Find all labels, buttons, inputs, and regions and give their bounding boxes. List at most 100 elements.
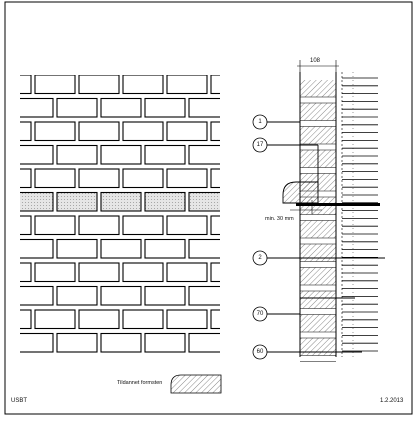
- brick: [210, 215, 220, 236]
- brick: [78, 121, 120, 142]
- brick: [34, 215, 76, 236]
- brick: [144, 144, 186, 165]
- brick: [20, 285, 54, 306]
- brick: [233, 287, 273, 306]
- brick: [210, 75, 220, 95]
- callout-70-label: 70: [256, 311, 264, 317]
- mortar-joint: [300, 214, 336, 221]
- brick: [56, 238, 98, 259]
- min-dimension-label: min. 30 mm: [265, 216, 294, 222]
- brick: [233, 99, 273, 118]
- brick: [20, 75, 32, 95]
- brick: [100, 238, 142, 259]
- brick: [100, 97, 142, 118]
- wall-section: [252, 72, 385, 362]
- brick: [78, 309, 120, 330]
- brick-elevation: [20, 75, 273, 353]
- brick: [20, 309, 32, 330]
- brick: [34, 121, 76, 142]
- brick: [188, 144, 220, 165]
- brick: [20, 97, 54, 118]
- brick: [20, 144, 54, 165]
- brick: [210, 309, 220, 330]
- brick: [20, 332, 54, 353]
- brick: [210, 168, 220, 189]
- brick: [166, 75, 208, 95]
- brick: [210, 262, 220, 283]
- brick: [166, 215, 208, 236]
- brick: [100, 332, 142, 353]
- formed-brick-legend-icon: [170, 374, 222, 394]
- brick: [122, 262, 164, 283]
- brick: [78, 75, 120, 95]
- brick: [188, 238, 220, 259]
- callout-1-label: 1: [258, 119, 262, 125]
- soldier-course-brick: [188, 191, 220, 212]
- brick: [56, 332, 98, 353]
- brick: [78, 262, 120, 283]
- mortar-joint: [300, 97, 336, 103]
- brick: [210, 121, 220, 142]
- brick: [20, 238, 54, 259]
- mortar-joint: [300, 238, 336, 244]
- formed-brick-section: [282, 181, 319, 204]
- brick: [144, 97, 186, 118]
- brick: [166, 168, 208, 189]
- mortar-joint: [300, 308, 336, 315]
- brick: [122, 121, 164, 142]
- brick: [34, 75, 76, 95]
- wall-thickness-label: 108: [310, 58, 321, 64]
- mortar-joint: [300, 355, 336, 362]
- soldier-course-brick: [20, 191, 54, 212]
- brick: [34, 168, 76, 189]
- brick: [122, 309, 164, 330]
- brick: [188, 97, 220, 118]
- footer-date: 1.2.2013: [380, 398, 404, 404]
- soldier-course-brick: [144, 191, 186, 212]
- soldier-course-brick: [233, 193, 273, 212]
- shelf-angle: [296, 203, 380, 206]
- mortar-joint: [300, 120, 336, 127]
- brick: [56, 285, 98, 306]
- brick: [20, 262, 32, 283]
- brick: [122, 168, 164, 189]
- brick: [34, 309, 76, 330]
- footer-company: USBT: [11, 398, 28, 404]
- brick: [166, 309, 208, 330]
- brick: [56, 97, 98, 118]
- brick: [20, 168, 32, 189]
- brick: [188, 332, 220, 353]
- mortar-joint: [300, 285, 336, 291]
- brick: [56, 144, 98, 165]
- drawing-border: [4, 1, 413, 415]
- brick: [233, 240, 273, 259]
- brick: [122, 75, 164, 95]
- brick: [78, 215, 120, 236]
- brick: [20, 121, 32, 142]
- callout-17-label: 17: [256, 142, 264, 148]
- mortar-joint: [300, 332, 336, 338]
- brick: [233, 334, 273, 353]
- min-dimension: [290, 200, 322, 214]
- brick: [233, 146, 273, 165]
- brick: [166, 262, 208, 283]
- brick: [144, 332, 186, 353]
- brick: [78, 168, 120, 189]
- brick: [100, 144, 142, 165]
- brick: [144, 238, 186, 259]
- brick: [34, 262, 76, 283]
- brick: [166, 121, 208, 142]
- mortar-joint: [300, 261, 336, 268]
- soldier-course-brick: [100, 191, 142, 212]
- brick: [100, 285, 142, 306]
- brick: [188, 285, 220, 306]
- callout-60-label: 60: [256, 349, 264, 355]
- legend-caption: Tildannet formsten: [117, 380, 163, 386]
- width-dimension: [297, 60, 339, 72]
- callout-2-label: 2: [258, 255, 262, 261]
- brick: [122, 215, 164, 236]
- brick: [20, 215, 32, 236]
- brick: [144, 285, 186, 306]
